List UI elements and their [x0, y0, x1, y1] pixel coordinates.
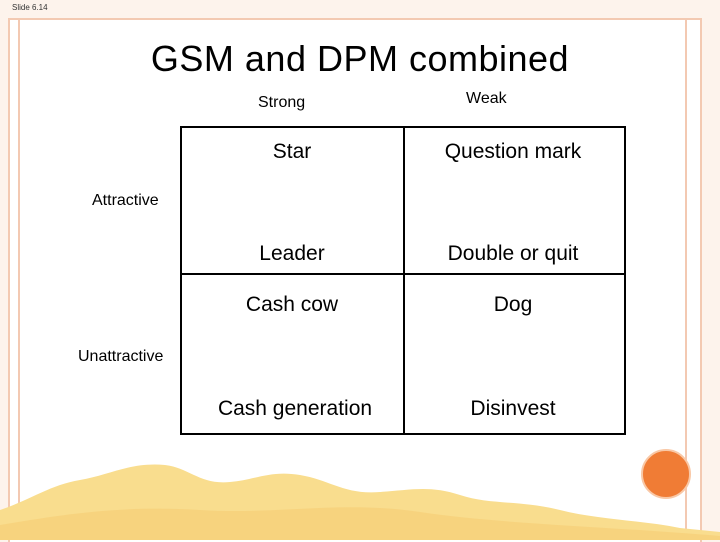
cell-question-mark: Question mark: [444, 140, 582, 163]
slide-number: Slide 6.14: [12, 3, 48, 12]
cell-cash-generation: Cash generation: [217, 397, 373, 420]
frame-inner-left-line: [18, 18, 20, 540]
matrix-horizontal-divider: [182, 273, 624, 275]
cell-star: Star: [272, 140, 312, 163]
slide-frame: [8, 18, 702, 542]
column-label-strong: Strong: [258, 94, 306, 111]
cell-leader: Leader: [259, 242, 325, 265]
column-label-weak: Weak: [466, 90, 507, 107]
matrix-grid: Star Question mark Leader Double or quit…: [180, 126, 626, 435]
matrix-vertical-divider: [403, 128, 405, 433]
row-label-unattractive: Unattractive: [78, 348, 164, 365]
desert-dunes-decoration: [0, 464, 720, 540]
frame-inner-right-line: [685, 18, 687, 540]
cell-dog: Dog: [493, 293, 533, 316]
orange-circle-decoration: [641, 449, 691, 499]
cell-disinvest: Disinvest: [470, 397, 556, 420]
cell-cash-cow: Cash cow: [245, 293, 339, 316]
row-label-attractive: Attractive: [92, 192, 159, 209]
slide-title: GSM and DPM combined: [150, 38, 570, 79]
cell-double-or-quit: Double or quit: [447, 242, 579, 265]
